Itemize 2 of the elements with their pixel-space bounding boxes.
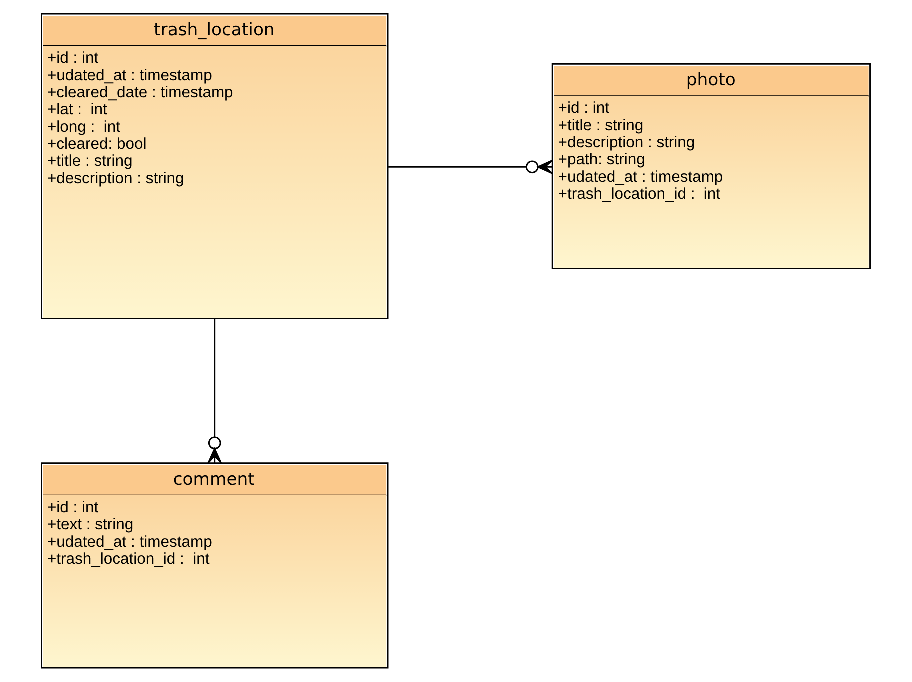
connector: [388, 160, 554, 174]
connector: [208, 319, 222, 464]
